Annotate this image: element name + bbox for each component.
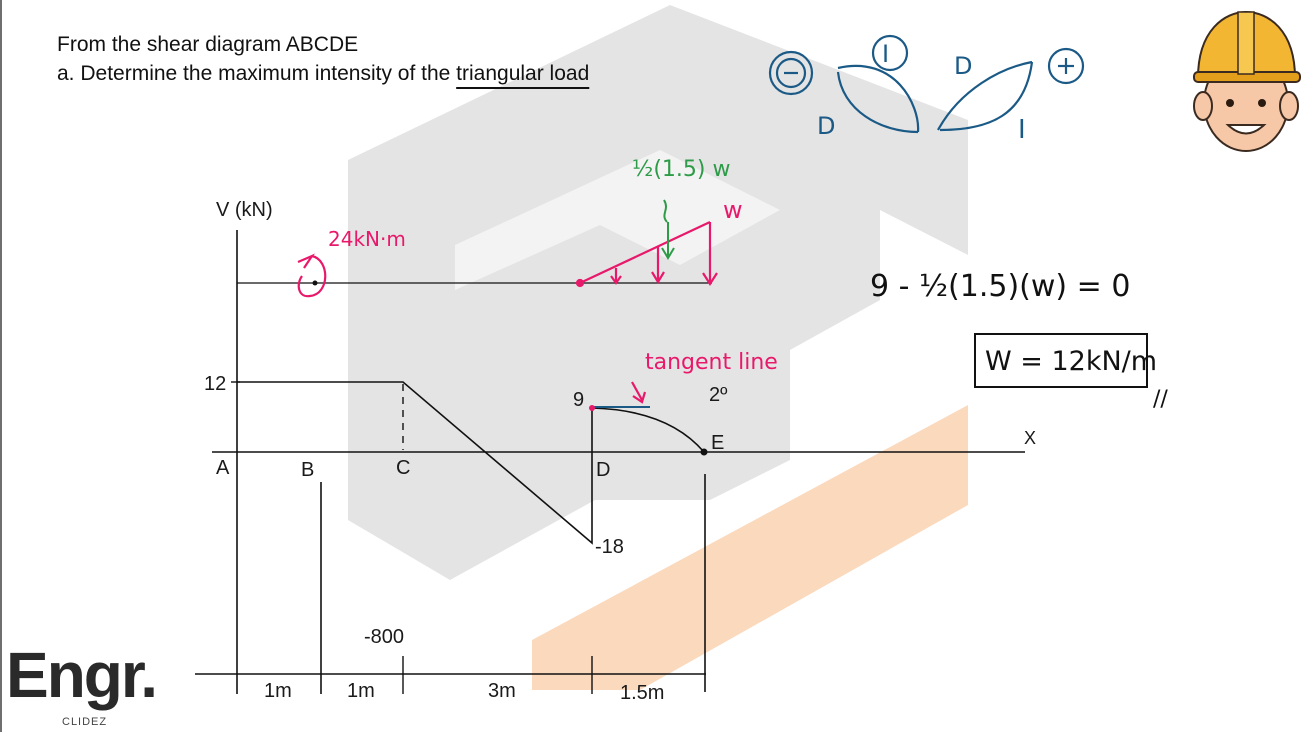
point-e-label: E [711, 432, 724, 454]
shear-line [237, 381, 593, 545]
load-start-dot [575, 278, 585, 288]
moment-annotation: 24kN·m [328, 227, 406, 251]
load-arrow-mid [651, 271, 665, 285]
problem-line-1: From the shear diagram ABCDE [57, 33, 359, 56]
dimension-3m: 3m [488, 680, 516, 702]
mascot-eye-left [1226, 99, 1234, 107]
point-c-label: C [396, 457, 410, 479]
problem-line-2: a. Determine the maximum intensity of th… [57, 59, 589, 88]
concave-curve-right [937, 60, 1033, 131]
engineer-mascot [1193, 10, 1301, 152]
w-annotation: w [723, 196, 743, 224]
value-12: 12 [204, 373, 226, 395]
point-e-dot [700, 448, 708, 456]
mascot-ear-left [1193, 91, 1213, 121]
answer: W = 12kN/m [985, 346, 1157, 377]
engr-logo: Engr. [6, 639, 158, 711]
logo-subtitle: CLIDEZ [62, 716, 108, 728]
resultant-arrow [661, 199, 675, 260]
concave-curve-left [837, 64, 920, 133]
value-9: 9 [573, 389, 584, 411]
degree-label: 2º [709, 384, 728, 406]
answer-box [974, 333, 1148, 388]
x-axis-label: X [1024, 428, 1036, 448]
watermark-inner-cut [455, 150, 780, 290]
left-border [0, 0, 2, 732]
v-axis-label: V (kN) [216, 199, 273, 221]
problem-line-2-underlined: triangular load [456, 62, 590, 85]
moment-arrow [297, 254, 327, 298]
i-circle [871, 34, 909, 72]
load-arrow-small [610, 275, 622, 285]
load-hypotenuse [579, 221, 711, 284]
parabola-curve [591, 407, 705, 453]
tangent-annotation: tangent line [645, 350, 778, 375]
sign-i-top: I [882, 40, 889, 68]
minus-circle-inner [775, 57, 807, 89]
watermark-orange-shape [532, 405, 968, 690]
point-b-label: B [301, 459, 314, 481]
problem-line-2-text: a. Determine the maximum intensity of th… [57, 62, 457, 85]
point-d-label: D [596, 459, 610, 481]
resultant-arrow-shaft [663, 199, 668, 223]
free-body-sketch [237, 221, 718, 404]
value-neg18: -18 [595, 536, 624, 558]
watermark-gray-shape [348, 5, 968, 580]
mascot-helmet-ridge [1237, 11, 1255, 75]
problem-statement: From the shear diagram ABCDE a. Determin… [57, 30, 589, 88]
mascot-ear-right [1279, 91, 1299, 121]
mascot-smile [1225, 124, 1267, 135]
resultant-arrowhead [661, 247, 675, 260]
answer-mark: // [1153, 387, 1168, 412]
sign-i-bottom: I [1018, 115, 1026, 145]
load-arrow-right [702, 272, 718, 287]
sign-convention-sketch [768, 34, 1085, 134]
point-9-dot [589, 405, 595, 411]
dimension-1-5m: 1.5m [620, 682, 664, 704]
watermark-logo [348, 5, 968, 690]
sign-d-left: D [817, 112, 835, 140]
concave-curve-right-lower [939, 61, 1034, 132]
mascot-eye-right [1258, 99, 1266, 107]
tangent-arrow-line [631, 381, 643, 401]
dimension-1m-first: 1m [264, 680, 292, 702]
minus-circle-outer [768, 50, 814, 96]
plus-circle [1047, 47, 1085, 85]
moment-arrowhead [297, 253, 315, 269]
area-annotation: ½(1.5) w [632, 157, 730, 182]
equation: 9 - ½(1.5)(w) = 0 [870, 269, 1130, 304]
dimension-1m-second: 1m [347, 680, 375, 702]
concave-curve-left-lower [836, 71, 919, 134]
moment-dot [312, 280, 318, 286]
value-neg800: -800 [364, 626, 404, 648]
sign-d-right: D [954, 52, 972, 80]
tangent-arrowhead [632, 391, 647, 404]
point-a-label: A [216, 457, 230, 479]
